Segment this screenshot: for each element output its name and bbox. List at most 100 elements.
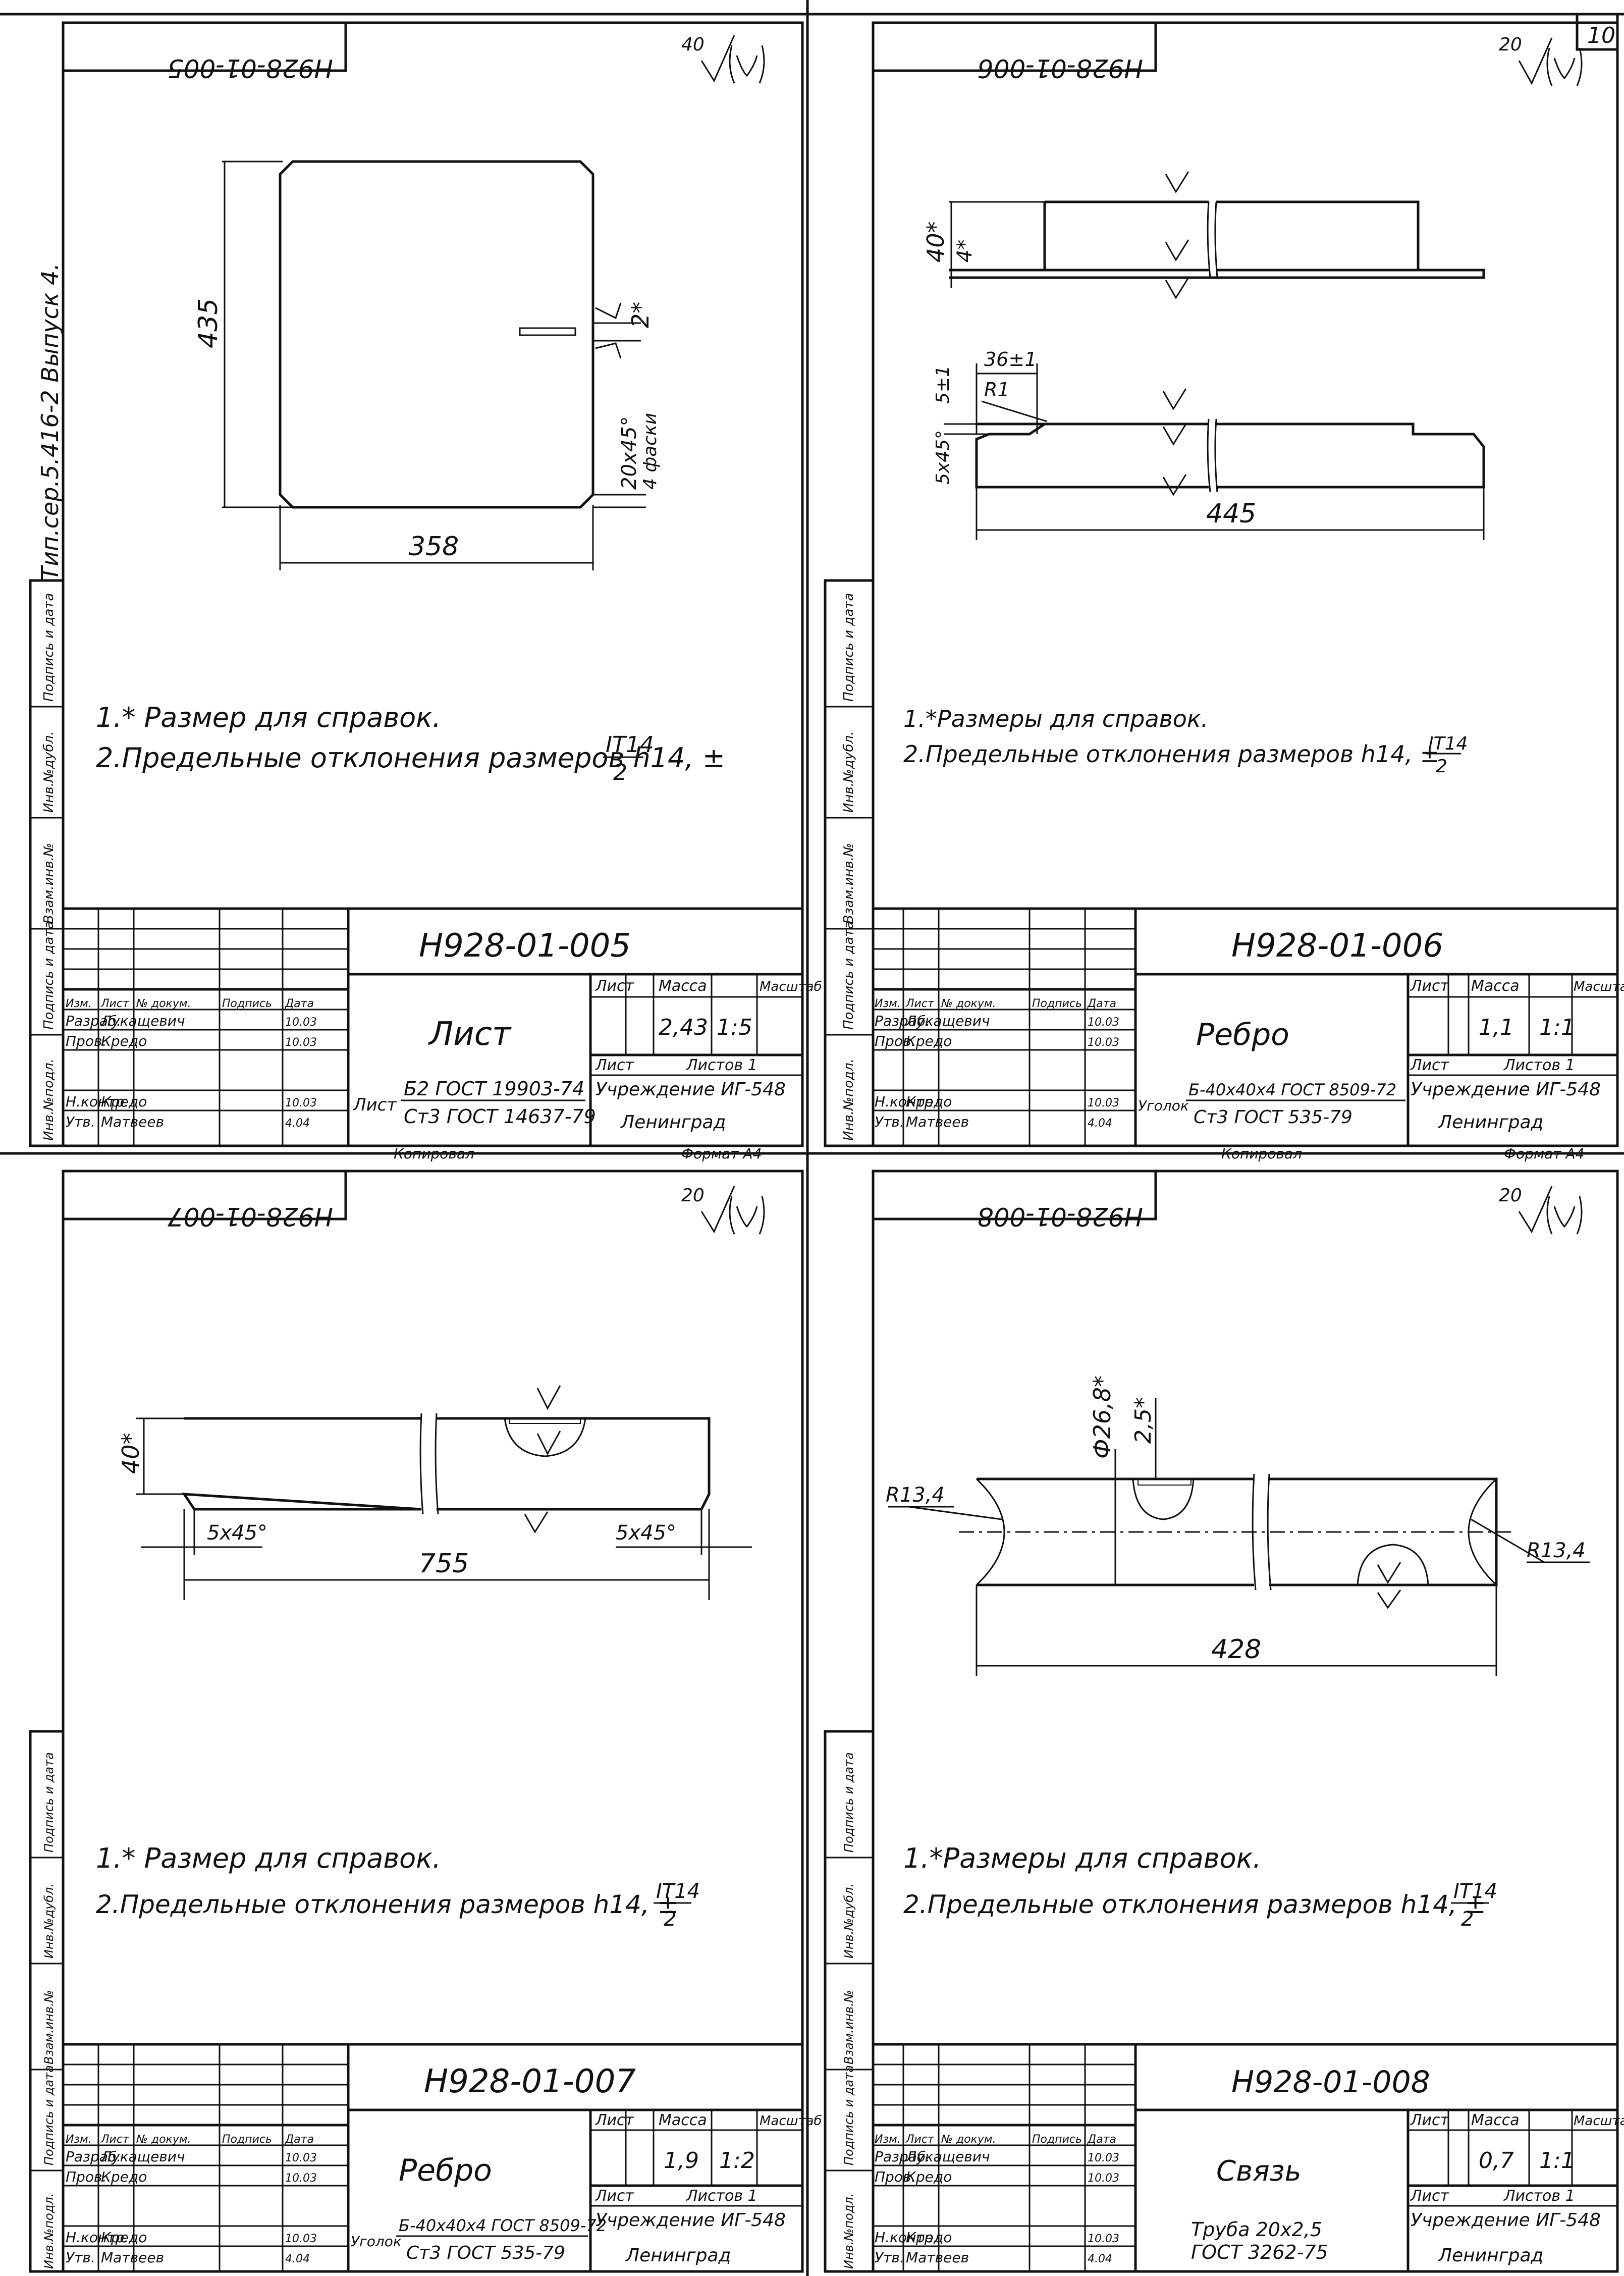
- svg-text:10.03: 10.03: [1088, 2233, 1119, 2245]
- svg-text:Подпись и дата: Подпись и дата: [42, 1752, 56, 1852]
- sheet-3-note-frac-num: IT14: [656, 1880, 700, 1903]
- sheet-2-gap-label: 5±1: [933, 365, 953, 404]
- sheet-4-note-1: 1.*Размеры для справок.: [903, 1842, 1261, 1874]
- svg-text:Формат А4: Формат А4: [681, 1145, 762, 1162]
- svg-text:Подпись и дата: Подпись и дата: [41, 921, 57, 1030]
- svg-text:Дата: Дата: [1087, 997, 1116, 1010]
- sheet-2-designation: H928-01-006: [1231, 927, 1443, 965]
- svg-text:Инв.№подл.: Инв.№подл.: [41, 1058, 57, 1141]
- svg-text:Утв.: Утв.: [66, 2249, 95, 2266]
- svg-text:Н.контр.: Н.контр.: [66, 1093, 129, 1110]
- svg-text:№ докум.: № докум.: [941, 997, 996, 1010]
- sheet-1-height-label: 435: [193, 298, 224, 348]
- sheet-1-mass-header: Масса: [659, 977, 707, 995]
- sheet-4-mass-header: Масса: [1471, 2111, 1520, 2129]
- sheet-1-name: Лист: [428, 1016, 512, 1053]
- svg-text:Лист: Лист: [905, 997, 935, 1010]
- sheet-4-roughness: 20: [1499, 1185, 1522, 1206]
- sheet-3-roughness: 20: [681, 1185, 705, 1206]
- sheet-3-chamfer-right: 5x45°: [616, 1521, 676, 1545]
- sheet-1-scale: 1:5: [717, 1015, 752, 1040]
- stamp-column-top: Инв.№подл. Подпись и дата Взам.инв.№ Инв…: [29, 579, 65, 1147]
- svg-text:Лист: Лист: [100, 997, 130, 1010]
- svg-text:Лист: Лист: [595, 2111, 635, 2129]
- sheet-4-note-frac-num: IT14: [1453, 1880, 1497, 1903]
- svg-text:10.03: 10.03: [285, 1097, 317, 1109]
- svg-text:Утв.: Утв.: [66, 1114, 95, 1130]
- svg-text:Изм.: Изм.: [875, 997, 901, 1010]
- svg-text:10.03: 10.03: [285, 2152, 317, 2164]
- stamp-column-top-right: Инв.№подл. Подпись и дата Взам.инв.№ Инв…: [824, 579, 875, 1147]
- sheet-3-scale-header: Масштаб: [760, 2113, 822, 2129]
- svg-text:Взам.инв.№: Взам.инв.№: [41, 843, 57, 924]
- stamp-column-bottom-left: Инв.№подл. Подпись и дата Взам.инв.№ Инв…: [29, 1730, 65, 2273]
- svg-text:Лист: Лист: [1410, 1056, 1450, 1074]
- svg-text:Матвеев: Матвеев: [101, 1114, 164, 1130]
- svg-text:10.03: 10.03: [285, 1036, 317, 1049]
- svg-text:Лист: Лист: [1410, 2111, 1450, 2129]
- svg-text:Изм.: Изм.: [875, 2133, 901, 2146]
- svg-text:Формат А4: Формат А4: [1504, 1145, 1584, 1162]
- sheet-4-name: Связь: [1216, 2155, 1302, 2188]
- svg-text:Н.контр.: Н.контр.: [66, 2229, 129, 2246]
- sheet-2-title-block: Изм. Лист № докум. Подпись Дата Разраб. …: [872, 907, 1624, 1147]
- svg-text:Лист: Лист: [100, 2133, 130, 2146]
- svg-text:10.03: 10.03: [285, 2233, 317, 2245]
- svg-text:10.03: 10.03: [1088, 1016, 1119, 1029]
- svg-text:Кредо: Кредо: [906, 2229, 952, 2246]
- page-number: 10: [1587, 23, 1615, 48]
- svg-text:ГОСТ 3262-75: ГОСТ 3262-75: [1191, 2241, 1328, 2263]
- sheet-2-length-label: 445: [1206, 499, 1256, 529]
- svg-text:№ докум.: № докум.: [136, 997, 191, 1010]
- svg-text:Кредо: Кредо: [906, 2168, 952, 2185]
- sheet-4-mirrored-code: H928-01-008: [978, 1202, 1143, 1231]
- sheet-2-note-frac-num: IT14: [1428, 733, 1468, 754]
- sheet-2-height-label: 40*: [922, 221, 949, 262]
- sheet-1-code-box: [62, 21, 347, 72]
- svg-text:Утв.: Утв.: [875, 2249, 904, 2266]
- svg-text:Кредо: Кредо: [906, 1093, 952, 1110]
- sheet-3-chamfer-left: 5x45°: [207, 1521, 267, 1545]
- svg-text:Лукащевич: Лукащевич: [100, 2148, 185, 2165]
- svg-text:Ст3 ГОСТ 535-79: Ст3 ГОСТ 535-79: [1194, 1107, 1352, 1128]
- sheet-2-mass-header: Масса: [1471, 977, 1520, 995]
- sheet-3-mirrored-code: H928-01-007: [168, 1202, 333, 1231]
- svg-text:Подпись и дата: Подпись и дата: [842, 2065, 856, 2165]
- svg-text:Учреждение ИГ-548: Учреждение ИГ-548: [596, 1079, 786, 1100]
- sheet-4-r-left: R13,4: [886, 1484, 945, 1507]
- svg-text:Ленинград: Ленинград: [1437, 2245, 1543, 2266]
- svg-text:Инв.№дубл.: Инв.№дубл.: [842, 1883, 856, 1959]
- sheet-1-plate: [279, 160, 594, 509]
- svg-text:Лист: Лист: [1410, 2187, 1450, 2205]
- svg-text:Инв.№дубл.: Инв.№дубл.: [41, 731, 57, 813]
- sheet-1-title-block: Изм. Лист № докум. Подпись Дата Разраб. …: [62, 907, 822, 1147]
- sheet-1-note-1: 1.* Размер для справок.: [96, 702, 441, 733]
- svg-text:Листов 1: Листов 1: [1503, 1056, 1575, 1074]
- svg-text:Ст3 ГОСТ 14637-79: Ст3 ГОСТ 14637-79: [404, 1105, 596, 1128]
- sheet-1-roughness: 40: [681, 34, 705, 55]
- svg-text:Матвеев: Матвеев: [906, 1114, 969, 1130]
- sheet-2-roughness: 20: [1499, 34, 1522, 55]
- svg-text:Ст3 ГОСТ 535-79: Ст3 ГОСТ 535-79: [406, 2243, 565, 2263]
- svg-text:Разраб.: Разраб.: [66, 1013, 121, 1029]
- sheet-4-scale-header: Масштаб: [1574, 2113, 1624, 2129]
- sheet-3-note-frac-den: 2: [664, 1908, 676, 1931]
- sheet-3-note-2: 2.Предельные отклонения размеров h14, ±: [96, 1890, 679, 1919]
- svg-text:Дата: Дата: [1087, 2133, 1116, 2146]
- svg-text:Кредо: Кредо: [101, 2168, 147, 2185]
- svg-text:Подпись и дата: Подпись и дата: [841, 921, 856, 1030]
- sheet-3-code-box: [62, 1170, 347, 1221]
- sheet-1-scale-header: Масштаб: [760, 979, 822, 994]
- svg-text:Инв.№дубл.: Инв.№дубл.: [42, 1883, 56, 1959]
- stamp-column-bottom-right: Инв.№подл. Подпись и дата Взам.инв.№ Инв…: [824, 1730, 875, 2273]
- sheet-3-mass: 1,9: [664, 2148, 699, 2174]
- svg-text:Подпись и дата: Подпись и дата: [42, 2065, 56, 2165]
- sheet-3-note-1: 1.* Размер для справок.: [96, 1842, 441, 1874]
- sheet-4-roughness-icon: [1518, 1186, 1553, 1234]
- svg-text:Лист: Лист: [595, 2187, 635, 2205]
- sheet-1-roughness-icon: [700, 35, 735, 83]
- svg-text:Подпись и дата: Подпись и дата: [41, 593, 57, 702]
- svg-text:Лист: Лист: [352, 1095, 397, 1115]
- sheet-3-roughness-icon: [700, 1186, 735, 1234]
- sheet-2-name: Ребро: [1196, 1017, 1289, 1052]
